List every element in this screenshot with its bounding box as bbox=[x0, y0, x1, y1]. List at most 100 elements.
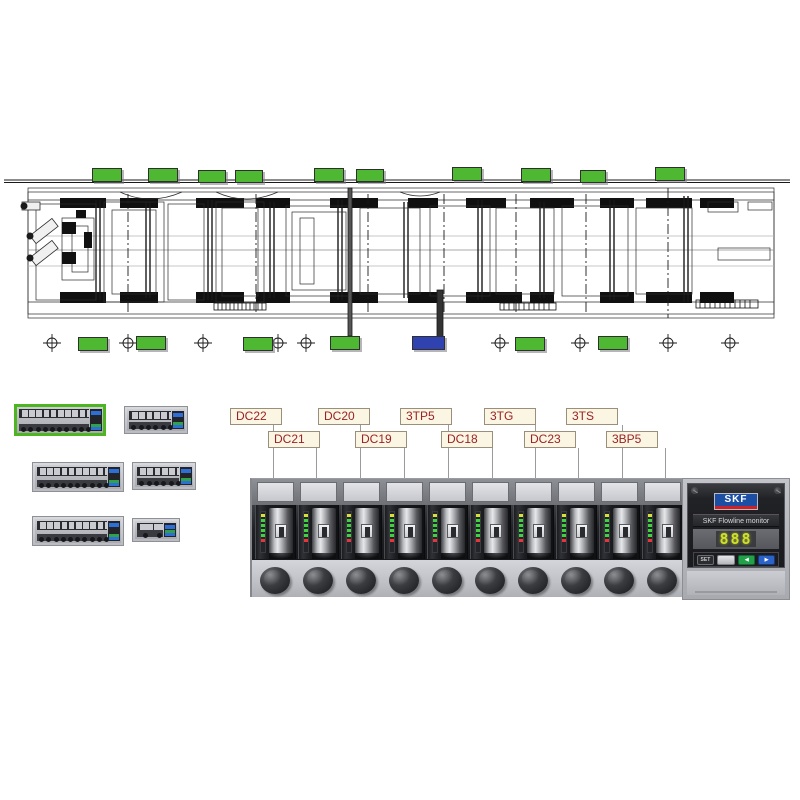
thumbnail-controller-led bbox=[181, 481, 191, 484]
panel-thumbnail-4[interactable] bbox=[132, 462, 196, 490]
thumbnail-slot bbox=[54, 468, 61, 475]
flowline-module-4[interactable] bbox=[383, 479, 426, 560]
adjustment-knob-4[interactable] bbox=[389, 567, 419, 594]
lubrication-marker-top-4[interactable] bbox=[235, 170, 263, 183]
callout-dc21[interactable]: DC21 bbox=[268, 431, 320, 448]
prev-button[interactable]: ◀ bbox=[738, 554, 756, 565]
lubrication-marker-top-8[interactable] bbox=[521, 168, 551, 182]
adjustment-knob-9[interactable] bbox=[604, 567, 634, 594]
status-led-ok bbox=[605, 519, 609, 522]
adjustment-knob-6[interactable] bbox=[475, 567, 505, 594]
flow-indicator-window-3 bbox=[361, 524, 373, 538]
thumbnail-knob bbox=[75, 483, 81, 488]
panel-thumbnail-5[interactable] bbox=[32, 516, 124, 546]
adjustment-knob-7[interactable] bbox=[518, 567, 548, 594]
lubrication-marker-top-7[interactable] bbox=[452, 167, 482, 181]
leader-line-3tg bbox=[535, 425, 536, 478]
adjustment-knob-1[interactable] bbox=[260, 567, 290, 594]
lubrication-marker-bottom-3[interactable] bbox=[243, 337, 273, 351]
thumbnail-controller bbox=[108, 467, 120, 487]
skf-flowline-monitor-panel[interactable]: SKF SKF Flowline monitor 888 SET ◀ ▶ bbox=[250, 478, 790, 603]
thumbnail-slot bbox=[162, 468, 168, 475]
callout-dc19[interactable]: DC19 bbox=[355, 431, 407, 448]
thumbnail-preview bbox=[35, 519, 121, 543]
lubrication-marker-bottom-2[interactable] bbox=[136, 336, 166, 350]
callout-dc23[interactable]: DC23 bbox=[524, 431, 576, 448]
panel-thumbnail-6[interactable] bbox=[132, 518, 180, 542]
adjustment-knob-2[interactable] bbox=[303, 567, 333, 594]
adjustment-knob-5[interactable] bbox=[432, 567, 462, 594]
lubrication-marker-top-5[interactable] bbox=[314, 168, 344, 182]
blank-button[interactable] bbox=[716, 554, 736, 565]
lubrication-marker-bottom-7[interactable] bbox=[598, 336, 628, 350]
thumbnail-slot bbox=[139, 412, 146, 419]
callout-3tg[interactable]: 3TG bbox=[484, 408, 536, 425]
callout-dc20[interactable]: DC20 bbox=[318, 408, 370, 425]
flowline-module-3[interactable] bbox=[340, 479, 383, 560]
module-body-6 bbox=[470, 505, 511, 559]
thumbnail-knob bbox=[167, 425, 173, 430]
lubrication-marker-top-2[interactable] bbox=[148, 168, 178, 182]
thumbnail-knob bbox=[39, 483, 45, 488]
flowline-module-6[interactable] bbox=[469, 479, 512, 560]
lubrication-marker-top-1[interactable] bbox=[92, 168, 122, 182]
flowline-module-2[interactable] bbox=[297, 479, 340, 560]
flowline-module-9[interactable] bbox=[598, 479, 641, 560]
callout-3ts[interactable]: 3TS bbox=[566, 408, 618, 425]
callout-dc18[interactable]: DC18 bbox=[441, 431, 493, 448]
adjustment-knob-8[interactable] bbox=[561, 567, 591, 594]
status-led-ok bbox=[261, 529, 265, 532]
flow-indicator-cylinder-7 bbox=[527, 508, 551, 556]
skf-controller[interactable]: SKF SKF Flowline monitor 888 SET ◀ ▶ bbox=[682, 478, 790, 600]
thumbnail-slot bbox=[76, 522, 82, 529]
lubrication-marker-top-9[interactable] bbox=[580, 170, 606, 183]
flowline-module-1[interactable] bbox=[254, 479, 297, 560]
set-button[interactable]: SET bbox=[697, 554, 714, 565]
thumbnail-slot bbox=[61, 522, 68, 529]
flowline-module-7[interactable] bbox=[512, 479, 555, 560]
adjustment-knob-10[interactable] bbox=[647, 567, 677, 594]
lubrication-marker-bottom-1[interactable] bbox=[78, 337, 108, 351]
thumbnail-controller-led bbox=[109, 480, 119, 483]
status-led-alarm bbox=[347, 539, 351, 542]
lubrication-marker-bottom-6[interactable] bbox=[515, 337, 545, 351]
module-led-strip-7 bbox=[518, 511, 524, 553]
lubrication-marker-top-3[interactable] bbox=[198, 170, 226, 183]
module-body-10 bbox=[642, 505, 683, 559]
panel-thumbnail-3[interactable] bbox=[32, 462, 124, 492]
lubrication-marker-top-6[interactable] bbox=[356, 169, 384, 182]
callout-dc22[interactable]: DC22 bbox=[230, 408, 282, 425]
thumbnail-knob bbox=[35, 427, 41, 432]
callout-3bp5[interactable]: 3BP5 bbox=[606, 431, 658, 448]
next-button[interactable]: ▶ bbox=[758, 554, 776, 565]
status-led-ok bbox=[476, 534, 480, 537]
thumbnail-slot bbox=[79, 410, 86, 417]
thumbnail-preview bbox=[17, 407, 103, 433]
status-led-alarm bbox=[562, 539, 566, 542]
thumbnail-knob bbox=[78, 427, 84, 432]
flowline-module-8[interactable] bbox=[555, 479, 598, 560]
led-display-value: 888 bbox=[716, 531, 756, 547]
lubrication-marker-bottom-5[interactable] bbox=[412, 336, 445, 350]
thumbnail-knob bbox=[96, 537, 102, 542]
flow-indicator-cylinder-9 bbox=[613, 508, 637, 556]
thumbnail-slot bbox=[154, 468, 161, 475]
panel-variant-thumbnails[interactable] bbox=[14, 404, 196, 554]
lubrication-marker-bottom-4[interactable] bbox=[330, 336, 360, 350]
lubrication-marker-top-10[interactable] bbox=[655, 167, 685, 181]
thumbnail-knob bbox=[89, 483, 95, 488]
panel-thumbnail-1[interactable] bbox=[14, 404, 106, 436]
thumbnail-controller bbox=[90, 409, 102, 431]
thumbnail-controller-led bbox=[173, 425, 183, 428]
cad-drawing-area[interactable] bbox=[0, 140, 800, 370]
flowline-module-10[interactable] bbox=[641, 479, 684, 560]
panel-thumbnail-2[interactable] bbox=[124, 406, 188, 434]
controller-button-row[interactable]: SET ◀ ▶ bbox=[693, 552, 779, 567]
thumbnail-module-band bbox=[19, 409, 93, 418]
thumbnail-slot bbox=[90, 468, 97, 475]
adjustment-knob-3[interactable] bbox=[346, 567, 376, 594]
thumbnail-module-band bbox=[137, 523, 167, 532]
thumbnail-knob bbox=[153, 481, 159, 486]
callout-3tp5[interactable]: 3TP5 bbox=[400, 408, 452, 425]
flowline-module-5[interactable] bbox=[426, 479, 469, 560]
